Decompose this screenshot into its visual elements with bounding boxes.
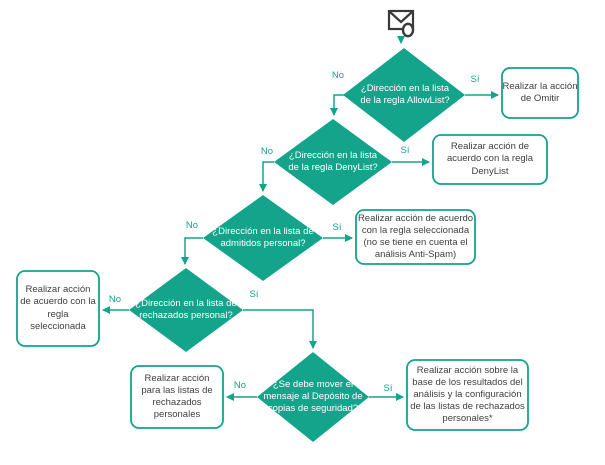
edge-label-yes-admitidos: Sí: [332, 222, 342, 233]
email-icon: [387, 9, 415, 38]
action-box-listas-rechazados: [130, 365, 224, 429]
edge-label-yes-allowlist: Sí: [470, 74, 480, 85]
decision-allowlist: [343, 48, 465, 142]
action-box-regla-seleccionada-antispam: [355, 209, 476, 265]
edge-denylist-no: [259, 161, 274, 192]
edge-label-yes-rechazados: Sí: [249, 289, 259, 300]
edge-label-no-allowlist: No: [331, 70, 345, 81]
decision-rechazados: [129, 268, 243, 352]
edge-label-no-rechazados: No: [108, 294, 122, 305]
action-box-omitir: [501, 67, 579, 119]
decision-admitidos: [203, 195, 323, 281]
edge-label-no-backup: No: [233, 380, 247, 391]
edge-label-no-denylist: No: [260, 146, 274, 157]
action-box-regla-seleccionada: [16, 270, 100, 347]
edge-label-no-admitidos: No: [185, 220, 199, 231]
edge-admitidos-no: [181, 237, 203, 265]
decision-denylist: [274, 119, 392, 205]
action-box-resultados-analisis: [406, 359, 529, 431]
edge-allowlist-no: [330, 94, 345, 116]
edge-label-yes-denylist: Sí: [400, 145, 410, 156]
edge-label-yes-backup: Sí: [383, 383, 393, 394]
decision-backup: [257, 352, 369, 442]
action-box-denylist: [432, 134, 548, 185]
edge-rechazados-yes: [243, 309, 317, 349]
